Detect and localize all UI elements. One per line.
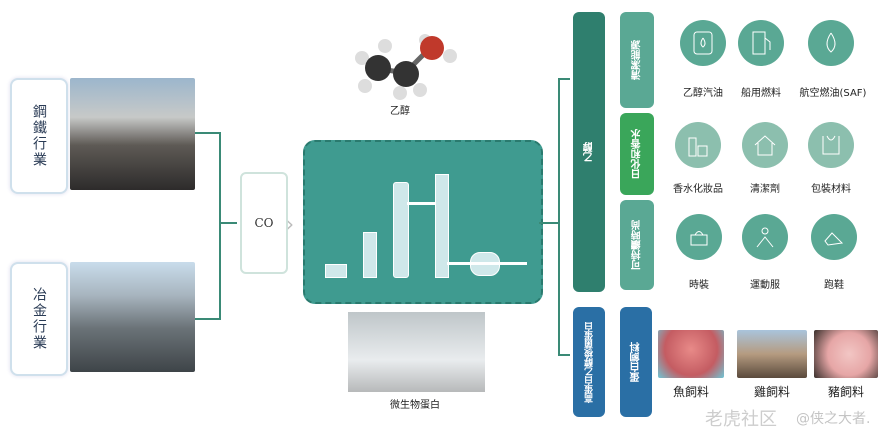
source-label: 鋼鐵行業 xyxy=(31,104,47,168)
ethanol-bar-label: 乙醇 xyxy=(583,142,595,162)
category-daily-chemicals: 日化和香水 xyxy=(620,113,654,195)
steel-plant-photo xyxy=(70,78,195,190)
product-label: 時裝 xyxy=(689,280,709,291)
process-column xyxy=(435,174,449,278)
feed-label: 豬飼料 xyxy=(827,385,865,399)
feed-label: 魚飼料 xyxy=(672,385,710,399)
product-label: 香水化妝品 xyxy=(673,184,723,195)
connector xyxy=(219,222,237,224)
drop-icon xyxy=(808,20,854,66)
fuel-pump-icon xyxy=(738,20,784,66)
category-sustainable-fashion: 可持續時尚 xyxy=(620,200,654,290)
watermark-author: @侠之大者. xyxy=(796,411,871,427)
chevron-right-icon: › xyxy=(286,212,294,236)
product-label: 包裝材料 xyxy=(811,184,851,195)
product-label: 清潔劑 xyxy=(750,184,780,195)
process-column xyxy=(393,182,409,278)
protein-bar: 高蛋白乙醇梭菌蛋白 xyxy=(573,307,605,417)
feed-label: 雞飼料 xyxy=(753,385,791,399)
product-label: 跑鞋 xyxy=(824,280,844,291)
pipe xyxy=(447,262,527,265)
source-steel: 鋼鐵行業 xyxy=(10,78,68,194)
connector xyxy=(539,222,559,224)
product-label: 船用燃料 xyxy=(741,88,781,99)
fish-feed-photo xyxy=(658,330,724,378)
metallurgy-plant-photo xyxy=(70,262,195,372)
co-box: CO xyxy=(240,172,288,274)
sportswear-icon xyxy=(742,214,788,260)
shoe-icon xyxy=(811,214,857,260)
fuel-barrel-icon xyxy=(680,20,726,66)
product-label: 航空燃油(SAF) xyxy=(799,88,867,99)
chicken-feed-photo xyxy=(737,330,807,378)
handbag-icon xyxy=(676,214,722,260)
connector xyxy=(195,132,220,134)
microbial-protein-photo xyxy=(348,312,485,392)
watermark-brand: 老虎社区 xyxy=(705,409,777,430)
ethanol-bar: 乙醇 xyxy=(573,12,605,292)
process-unit xyxy=(325,264,347,278)
connector xyxy=(558,78,560,354)
category-label: 清潔能源 xyxy=(631,40,643,80)
source-metallurgy: 冶金行業 xyxy=(10,262,68,376)
protein-label: 微生物蛋白 xyxy=(390,400,440,411)
process-column xyxy=(363,232,377,278)
cosmetics-icon xyxy=(675,122,721,168)
pipe xyxy=(407,202,435,205)
product-label: 運動服 xyxy=(750,280,780,291)
category-label: 蛋白飼料 xyxy=(630,342,642,382)
category-label: 可持續時尚 xyxy=(631,220,643,270)
product-label: 乙醇汽油 xyxy=(683,88,723,99)
arrow-to-ethanol xyxy=(558,78,570,80)
bag-icon xyxy=(808,122,854,168)
protein-bar-label: 高蛋白乙醇梭菌蛋白 xyxy=(584,321,595,403)
pig-feed-photo xyxy=(814,330,878,378)
connector xyxy=(195,318,220,320)
ethanol-molecule-icon xyxy=(355,34,457,100)
category-protein-feed: 蛋白飼料 xyxy=(620,307,652,417)
co-label: CO xyxy=(254,216,274,230)
category-clean-energy: 清潔能源 xyxy=(620,12,654,108)
connector xyxy=(219,132,221,320)
arrow-to-protein xyxy=(558,354,570,356)
ethanol-label: 乙醇 xyxy=(390,106,410,117)
house-icon xyxy=(742,122,788,168)
category-label: 日化和香水 xyxy=(631,129,643,179)
fermentation-process-box xyxy=(303,140,543,304)
source-label: 冶金行業 xyxy=(31,287,47,351)
